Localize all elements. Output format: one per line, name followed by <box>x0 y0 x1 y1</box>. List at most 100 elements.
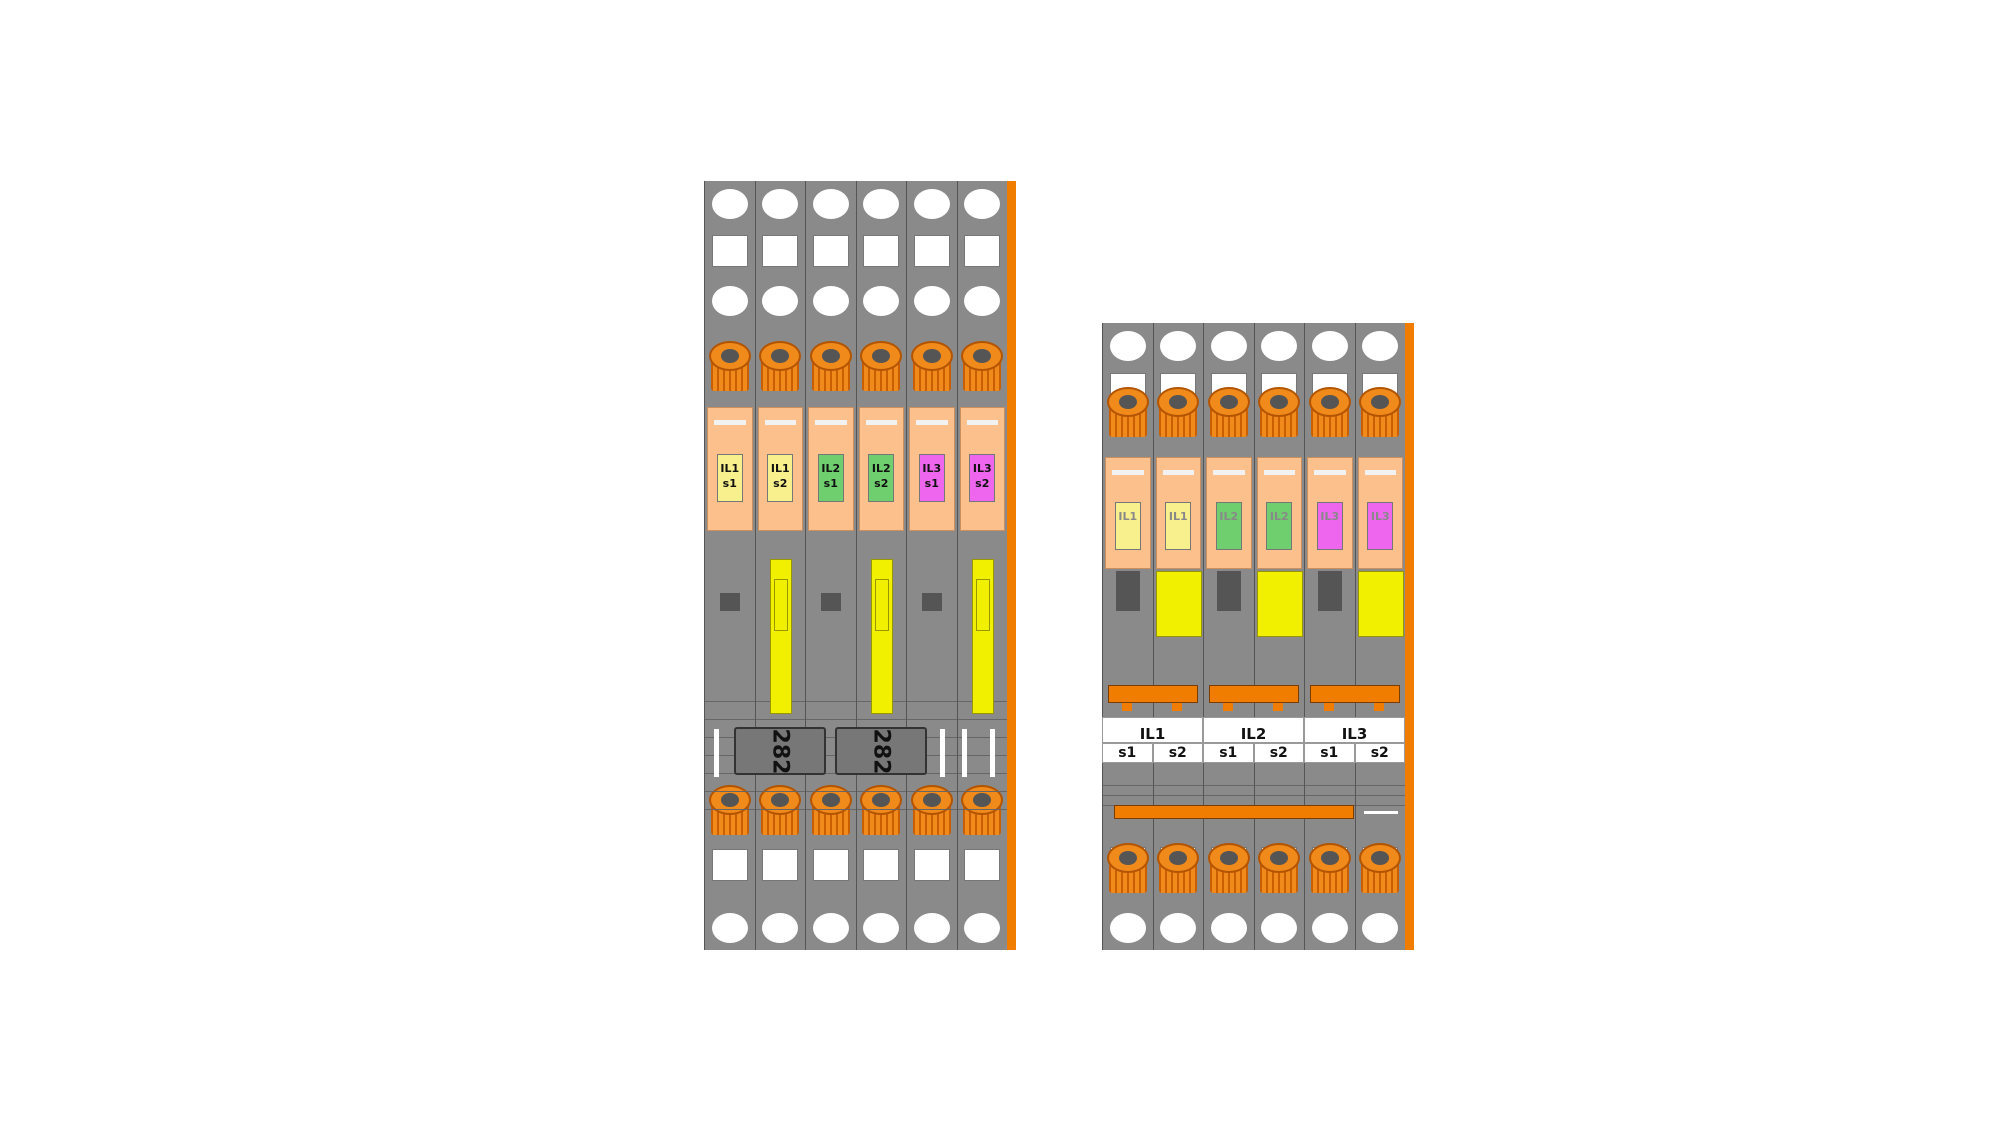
bottom-hole <box>1210 913 1247 943</box>
top-screw-terminal[interactable] <box>910 341 953 391</box>
jumper-bridge[interactable] <box>1108 685 1198 703</box>
top-hole <box>762 189 799 219</box>
sub-label: s2 <box>1253 743 1304 763</box>
top-screw-terminal[interactable] <box>1207 387 1250 437</box>
top-test-socket <box>863 235 900 267</box>
bottom-screw-terminal[interactable] <box>809 785 852 835</box>
top-hole <box>1109 331 1146 361</box>
fuse-holder[interactable]: IL2 <box>1206 457 1252 569</box>
lower-jumper-bridge[interactable] <box>1114 805 1354 819</box>
top-screw-terminal[interactable] <box>708 341 751 391</box>
bottom-screw-terminal[interactable] <box>860 785 903 835</box>
fuse-label-tag: IL1 <box>1165 502 1192 550</box>
screw-head <box>910 785 953 815</box>
housing-rib <box>957 809 1007 810</box>
housing-rib <box>907 773 957 774</box>
lock-indicator <box>1217 571 1241 611</box>
lock-indicator <box>922 593 942 611</box>
bottom-screw-terminal[interactable] <box>1359 843 1402 893</box>
bottom-hole <box>1362 913 1399 943</box>
top-screw-terminal[interactable] <box>1308 387 1351 437</box>
disconnect-lever[interactable] <box>1155 571 1202 637</box>
fuse-holder[interactable]: IL3 <box>1307 457 1353 569</box>
top-screw-terminal[interactable] <box>1106 387 1149 437</box>
top-screw-terminal[interactable] <box>961 341 1004 391</box>
housing-rib <box>705 719 755 720</box>
marker-text: 282 <box>767 728 793 774</box>
bottom-test-socket <box>863 849 900 881</box>
housing-rib <box>907 809 957 810</box>
fuse-holder[interactable]: IL1 <box>1105 457 1151 569</box>
top-test-socket <box>762 235 799 267</box>
top-hole <box>711 189 748 219</box>
top-hole <box>863 189 900 219</box>
group-label: IL3 <box>1304 717 1405 743</box>
top-hole <box>1261 331 1298 361</box>
housing-rib <box>1254 795 1304 796</box>
top-hole <box>812 189 849 219</box>
housing-rib <box>907 701 957 702</box>
top-hole-2 <box>913 286 950 316</box>
screw-head <box>1359 387 1402 417</box>
top-screw-terminal[interactable] <box>1359 387 1402 437</box>
bottom-screw-terminal[interactable] <box>708 785 751 835</box>
fuse-holder[interactable]: IL2 <box>1256 457 1302 569</box>
jumper-bridge[interactable] <box>1310 685 1400 703</box>
fuse-label-tag: IL3 <box>1316 502 1343 550</box>
fuse-label-line1: IL2 <box>1269 510 1289 523</box>
housing-rib <box>705 701 755 702</box>
housing-rib <box>856 791 906 792</box>
bottom-test-socket <box>762 849 799 881</box>
top-screw-terminal[interactable] <box>860 341 903 391</box>
housing-rib <box>957 755 1007 756</box>
bottom-screw-terminal[interactable] <box>1308 843 1351 893</box>
jumper-bridge[interactable] <box>1209 685 1299 703</box>
top-test-socket <box>964 235 1001 267</box>
housing-rib <box>705 809 755 810</box>
terminal-column-b-5: IL3 <box>1304 323 1355 950</box>
housing-rib <box>1204 795 1254 796</box>
bottom-screw-terminal[interactable] <box>1106 843 1149 893</box>
housing-rib <box>957 773 1007 774</box>
bottom-screw-terminal[interactable] <box>1258 843 1301 893</box>
top-screw-terminal[interactable] <box>759 341 802 391</box>
housing-rib <box>705 755 755 756</box>
fuse-holder-clip <box>1263 470 1295 475</box>
fuse-holder-clip <box>1314 470 1346 475</box>
top-screw-terminal[interactable] <box>809 341 852 391</box>
terminal-column-b-2: IL1 <box>1152 323 1203 950</box>
top-screw-terminal[interactable] <box>1157 387 1200 437</box>
fuse-holder-clip <box>916 420 948 425</box>
fuse-label-line2: s2 <box>773 477 788 490</box>
end-plate-b <box>1405 323 1414 950</box>
screw-head <box>759 341 802 371</box>
sub-label: s1 <box>1203 743 1254 763</box>
bottom-screw-terminal[interactable] <box>910 785 953 835</box>
disconnect-lever[interactable] <box>1357 571 1404 637</box>
fuse-label-line1: IL1 <box>1118 510 1138 523</box>
bottom-screw-terminal[interactable] <box>1207 843 1250 893</box>
fuse-holder[interactable]: IL1 <box>1155 457 1201 569</box>
housing-rib <box>1153 795 1203 796</box>
fuse-holder[interactable]: IL3 <box>1357 457 1403 569</box>
housing-rib <box>806 719 856 720</box>
disconnect-lever[interactable] <box>1256 571 1303 637</box>
housing-rib <box>755 791 805 792</box>
bottom-hole <box>812 913 849 943</box>
bottom-screw-terminal[interactable] <box>1157 843 1200 893</box>
screw-head <box>961 341 1004 371</box>
bottom-screw-terminal[interactable] <box>759 785 802 835</box>
top-hole <box>1311 331 1348 361</box>
housing-rib <box>957 737 1007 738</box>
lock-indicator <box>821 593 841 611</box>
top-screw-terminal[interactable] <box>1258 387 1301 437</box>
bottom-screw-terminal[interactable] <box>961 785 1004 835</box>
